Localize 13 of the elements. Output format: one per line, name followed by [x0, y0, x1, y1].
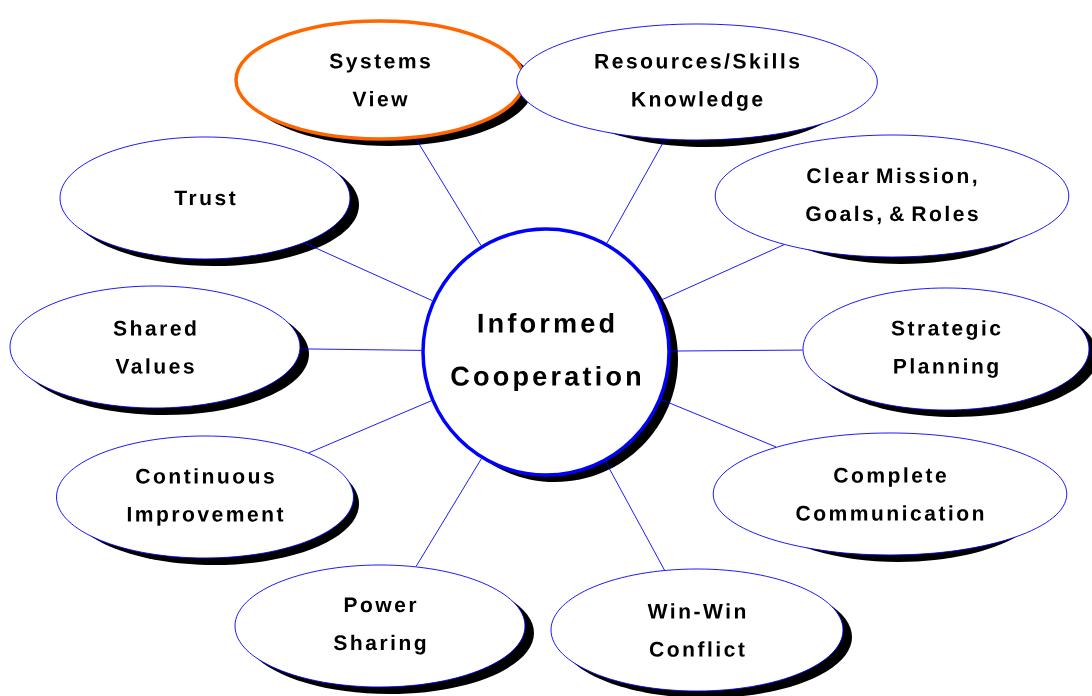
connector-line [415, 138, 482, 246]
connector-line [299, 348, 422, 351]
node-label: Strategic Planning [891, 320, 1001, 378]
connector-line [415, 458, 482, 567]
connector-line [308, 400, 432, 454]
node-label: Win-Win Conflict [647, 603, 746, 657]
connector-line [659, 244, 785, 302]
node-label: Power Sharing [333, 597, 426, 655]
connector-line [670, 349, 804, 352]
connector-line [303, 242, 433, 302]
connector-line [605, 461, 665, 571]
connector-line [606, 139, 666, 244]
connector-line [660, 399, 777, 448]
